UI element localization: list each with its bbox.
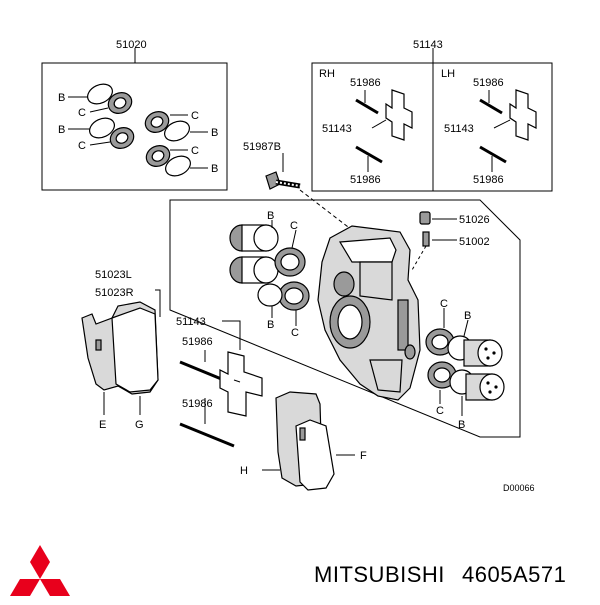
pad-pin-kit-frame <box>311 62 553 192</box>
caliper-body-group <box>317 225 421 401</box>
brand-text: MITSUBISHI <box>314 562 445 587</box>
label-c: C <box>191 110 199 122</box>
guide-pin-icon <box>355 98 379 115</box>
label-h: H <box>240 465 248 477</box>
label-f: F <box>360 450 367 462</box>
mitsubishi-logo-icon <box>10 545 70 596</box>
seal-ring-icon <box>89 117 115 139</box>
label-e: E <box>99 419 106 431</box>
caliper-bolt-group: 51987B <box>243 141 353 231</box>
seal-ring-icon <box>164 120 190 142</box>
diagram-code: D00066 <box>503 483 535 493</box>
guide-pin-icon <box>479 98 503 115</box>
bleeder-cap-icon <box>419 211 431 225</box>
pin-lower-label: 51986 <box>182 398 213 410</box>
label-b: B <box>58 92 65 104</box>
label-c: C <box>440 298 448 310</box>
pin-top-rh-label: 51986 <box>350 77 381 89</box>
label-b: B <box>211 163 218 175</box>
label-c: C <box>78 140 86 152</box>
bolt-label: 51987B <box>243 141 281 153</box>
label-b: B <box>211 127 218 139</box>
pad-clip-icon <box>219 351 263 417</box>
bleeder-cap-label: 51026 <box>459 214 490 226</box>
lh-label: LH <box>441 68 455 80</box>
piston-icon <box>253 224 279 252</box>
pistons-inner-group: B C B C <box>229 210 310 339</box>
label-b: B <box>58 124 65 136</box>
label-c: C <box>78 107 86 119</box>
brake-pads-right-group: H F <box>240 391 367 491</box>
seal-ring-icon <box>257 283 283 307</box>
label-c: C <box>291 327 299 339</box>
seal-kit-header-label: 51020 <box>116 39 147 51</box>
pad-clip-icon <box>385 89 413 141</box>
pin-top-lh-label: 51986 <box>473 77 504 89</box>
seal-kit-frame <box>41 62 228 191</box>
label-b: B <box>464 310 471 322</box>
guide-pin-icon <box>179 422 235 448</box>
pads-left-label: 51023L <box>95 269 132 281</box>
label-c: C <box>436 405 444 417</box>
pad-pin-kit-header-label: 51143 <box>413 39 443 51</box>
label-c: C <box>290 220 298 232</box>
pin-bottom-lh-label: 51986 <box>473 174 504 186</box>
pad-clip-icon <box>509 89 537 141</box>
pads-right-label: 51023R <box>95 287 134 299</box>
pistons-outer-group: C B C B <box>425 298 505 431</box>
seal-ring-icon <box>165 155 191 177</box>
bleeder-screw-icon <box>422 231 430 247</box>
brake-pad-icon <box>111 307 159 393</box>
bleeder-group: 51026 51002 <box>411 211 490 271</box>
pad-pin-kit-group: 51143 RH LH 51986 51143 51986 51986 5114… <box>311 39 553 192</box>
piston-icon <box>477 339 503 367</box>
piston-icon <box>479 373 505 401</box>
label-b: B <box>267 319 274 331</box>
part-number: 4605A571 <box>462 562 566 587</box>
pin-bottom-rh-label: 51986 <box>350 174 381 186</box>
label-b: B <box>458 419 465 431</box>
label-c: C <box>191 145 199 157</box>
label-g: G <box>135 419 144 431</box>
label-b: B <box>267 210 274 222</box>
rh-label: RH <box>319 68 335 80</box>
guide-pin-icon <box>479 145 507 164</box>
clip-lh-label: 51143 <box>444 123 474 135</box>
clip-rh-label: 51143 <box>322 123 352 135</box>
bleeder-screw-label: 51002 <box>459 236 490 248</box>
piston-icon <box>253 256 279 284</box>
seal-kit-group: 51020 B C B C C B C B <box>41 39 228 191</box>
seal-ring-icon <box>87 83 113 105</box>
brake-pads-left-group: 51023L 51023R E G <box>81 269 161 431</box>
guide-pin-icon <box>355 145 383 164</box>
pin-upper-label: 51986 <box>182 336 213 348</box>
inner-clip-label: 51143 <box>176 316 206 328</box>
inner-clip-pins-group: 51143 51986 51986 <box>176 316 263 448</box>
caliper-assembly-frame <box>169 199 521 438</box>
